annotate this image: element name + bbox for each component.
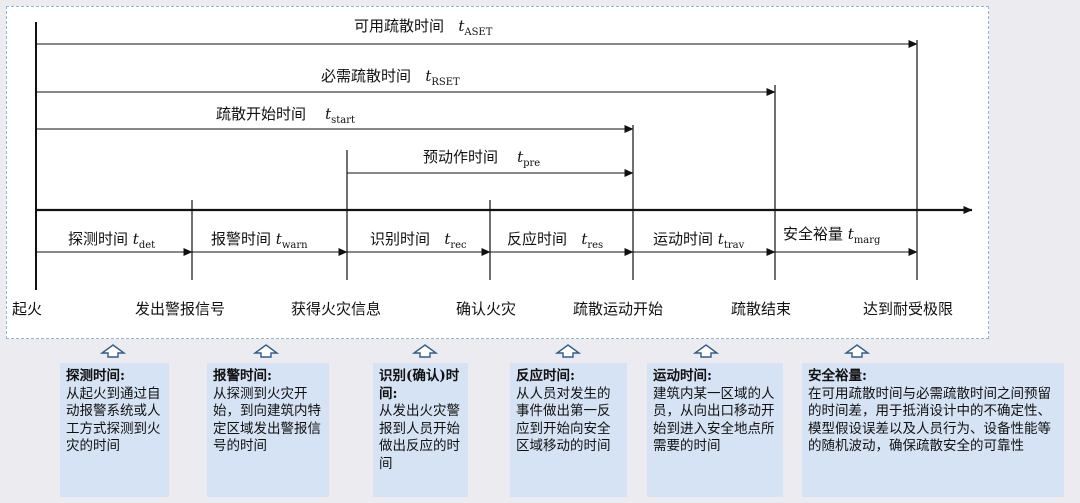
desc-title: 反应时间: [516, 368, 575, 384]
event-ignition: 起火 [11, 300, 43, 318]
desc-box-warning: 报警时间: 从探测到火灾开始，到向建筑内特定区域发出警报信号的时间 [207, 363, 329, 497]
desc-box-safety-margin: 安全裕量: 在可用疏散时间与必需疏散时间之间预留的时间差，用于抵消设计中的不确定… [802, 363, 1064, 497]
pre-symbol: t [517, 148, 524, 166]
desc-title: 识别(确认)时间: [379, 368, 460, 402]
up-arrow-icon [844, 344, 870, 358]
marg-symbol: t [847, 225, 854, 243]
start-subscript: start [331, 115, 356, 126]
start-symbol: t [325, 105, 332, 123]
up-arrow-icon [693, 344, 719, 358]
desc-body: 从起火到通过自动报警系统或人工方式探测到火灾的时间 [66, 385, 161, 455]
aset-symbol: t [458, 17, 465, 35]
marg-subscript: marg [853, 235, 881, 246]
event-evacuation-start: 疏散运动开始 [572, 300, 664, 318]
start-text: 疏散开始时间 [216, 105, 307, 123]
rec-subscript: rec [450, 240, 467, 251]
rec-text: 识别时间 [370, 230, 431, 248]
det-subscript: det [138, 240, 156, 251]
label-pre: 预动作时间 tpre [423, 148, 540, 173]
label-marg: 安全裕量 tmarg [783, 225, 880, 250]
warn-subscript: warn [281, 240, 308, 251]
aset-text: 可用疏散时间 [354, 17, 445, 35]
desc-box-detection: 探测时间: 从起火到通过自动报警系统或人工方式探测到火灾的时间 [60, 363, 169, 497]
desc-title: 运动时间: [653, 368, 712, 384]
label-aset: 可用疏散时间 tASET [354, 17, 492, 42]
label-rset: 必需疏散时间 tRSET [321, 67, 460, 92]
desc-box-recognition: 识别(确认)时间: 从发出火灾警报到人员开始做出反应的时间 [373, 363, 468, 497]
warn-symbol: t [275, 230, 282, 248]
desc-body: 在可用疏散时间与必需疏散时间之间预留的时间差，用于抵消设计中的不确定性、模型假设… [808, 385, 1051, 455]
pre-text: 预动作时间 [423, 148, 499, 166]
event-fire-info: 获得火灾信息 [290, 300, 382, 318]
label-warn: 报警时间 twarn [211, 230, 308, 255]
up-arrow-icon [412, 344, 438, 358]
aset-subscript: ASET [464, 27, 493, 38]
label-res: 反应时间 tres [507, 230, 603, 255]
pre-subscript: pre [523, 158, 541, 169]
desc-box-reaction: 反应时间: 从人员对发生的事件做出第一反应到开始向安全区域移动的时间 [510, 363, 627, 497]
desc-body: 从发出火灾警报到人员开始做出反应的时间 [379, 403, 460, 472]
rset-subscript: RSET [431, 77, 460, 88]
up-arrow-icon [555, 344, 581, 358]
det-text: 探测时间 [68, 230, 129, 248]
warn-text: 报警时间 [211, 230, 272, 248]
desc-title: 探测时间: [66, 368, 125, 384]
det-symbol: t [132, 230, 139, 248]
label-trav: 运动时间 ttrav [653, 230, 744, 255]
res-subscript: res [587, 240, 604, 251]
res-text: 反应时间 [507, 230, 568, 248]
label-rec: 识别时间 trec [370, 230, 467, 255]
res-symbol: t [581, 230, 588, 248]
evacuation-timeline-diagram [35, 22, 973, 290]
trav-text: 运动时间 [653, 230, 714, 248]
desc-body: 从探测到火灾开始，到向建筑内特定区域发出警报信号的时间 [213, 385, 321, 455]
marg-text: 安全裕量 [783, 225, 844, 243]
event-alarm-signal: 发出警报信号 [134, 300, 226, 318]
label-det: 探测时间 tdet [68, 230, 155, 255]
label-start: 疏散开始时间 tstart [216, 105, 355, 130]
rec-symbol: t [444, 230, 451, 248]
event-tolerance-limit: 达到耐受极限 [862, 300, 954, 318]
desc-box-movement: 运动时间: 建筑内某一区域的人员，从向出口移动开始到进入安全地点所需要的时间 [647, 363, 783, 497]
trav-symbol: t [717, 230, 724, 248]
rset-text: 必需疏散时间 [321, 67, 412, 85]
event-confirm-fire: 确认火灾 [455, 300, 517, 318]
desc-body: 从人员对发生的事件做出第一反应到开始向安全区域移动的时间 [516, 385, 611, 455]
rset-symbol: t [425, 67, 432, 85]
desc-body: 建筑内某一区域的人员，从向出口移动开始到进入安全地点所需要的时间 [653, 385, 775, 455]
up-arrow-icon [253, 344, 279, 358]
event-evacuation-end: 疏散结束 [730, 300, 792, 318]
desc-title: 安全裕量: [808, 368, 867, 384]
up-arrow-icon [100, 344, 126, 358]
trav-subscript: trav [723, 240, 745, 251]
desc-title: 报警时间: [213, 368, 272, 384]
